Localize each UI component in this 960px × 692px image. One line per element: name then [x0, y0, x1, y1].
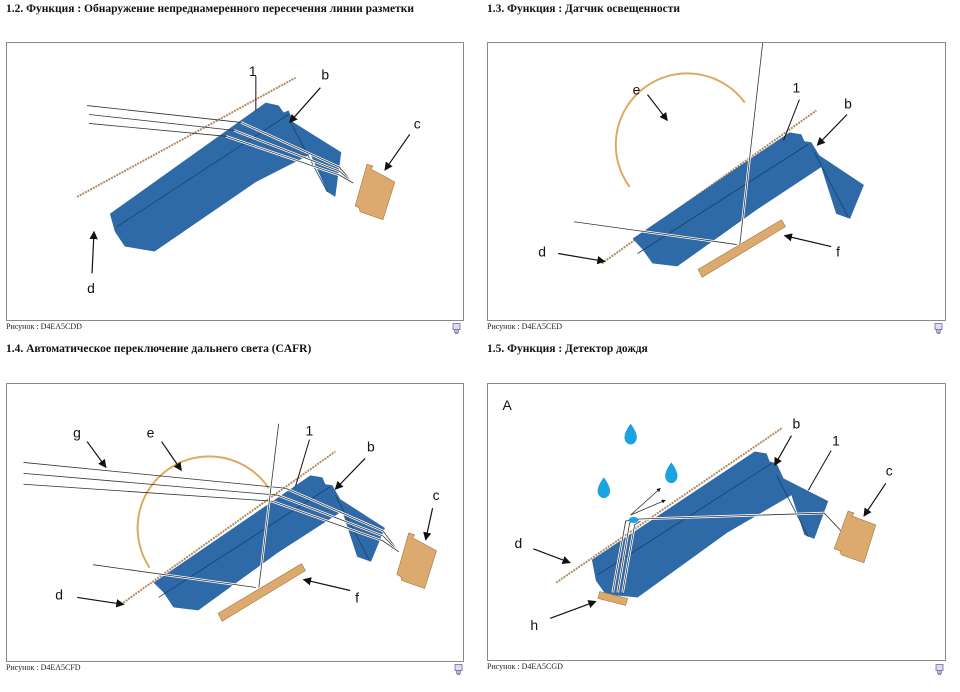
arrow-b [334, 458, 366, 490]
rain-drop-icon [624, 423, 637, 445]
arrow-d [77, 596, 125, 608]
figure-caption: Рисунок : D4EA5CED [487, 322, 563, 331]
label-b: b [844, 96, 852, 112]
label-1: 1 [832, 433, 840, 449]
label-1: 1 [249, 63, 257, 79]
windshield-d [120, 450, 336, 606]
prism-edge [116, 114, 289, 228]
magnifier-print-icon[interactable] [935, 664, 944, 675]
arrow-f [302, 577, 351, 592]
figure-caption: Рисунок : D4EA5CDD [6, 322, 82, 331]
label-d: d [87, 280, 95, 296]
figure-light-sensor: e 1 b f d [538, 43, 864, 278]
arrow-b [289, 87, 321, 124]
arrow-e [161, 441, 182, 472]
arc-e [614, 72, 746, 188]
prism-edge [597, 463, 772, 575]
arrow-f [783, 233, 832, 248]
prism-edge [637, 143, 809, 254]
arrow-h [549, 600, 597, 619]
arrow-b [774, 435, 792, 467]
arrow-g [86, 441, 107, 469]
sensor-c [396, 532, 437, 589]
label-1: 1 [305, 423, 313, 439]
light-rays [23, 423, 400, 589]
label-d: d [55, 586, 63, 602]
leader-1 [807, 450, 832, 491]
label-f: f [836, 243, 840, 259]
label-e: e [633, 82, 641, 98]
label-e: e [147, 425, 155, 441]
label-c: c [886, 462, 893, 478]
windshield-d [76, 76, 297, 198]
light-rays [573, 43, 764, 246]
figure-frame: A [487, 383, 946, 661]
arrow-c [384, 134, 411, 171]
label-1: 1 [792, 80, 800, 96]
label-h: h [530, 617, 538, 633]
prism-edge [158, 486, 330, 598]
section-heading: 1.5. Функция : Детектор дождя [487, 343, 648, 355]
label-f: f [355, 589, 359, 605]
magnifier-print-icon[interactable] [934, 323, 943, 334]
sensor-c [833, 510, 877, 564]
light-rays [87, 105, 355, 185]
arrow-e [647, 94, 668, 122]
water-drop-on-glass [628, 517, 639, 523]
windshield-d [555, 426, 784, 584]
prism [591, 451, 829, 598]
leader-1 [295, 439, 310, 487]
figure-frame: e 1 b f d [487, 42, 946, 321]
leader-1 [783, 99, 800, 141]
sensor-h [597, 591, 629, 606]
sensor-f [697, 219, 786, 278]
arc-e [136, 455, 270, 569]
figure-rain-sensor: A [503, 397, 893, 633]
arrow-d [558, 252, 606, 265]
figure-lane-departure: 1 b c d [76, 63, 421, 296]
magnifier-print-icon[interactable] [454, 664, 463, 675]
arrow-c [423, 507, 434, 541]
label-d: d [514, 535, 522, 551]
figure-caption: Рисунок : D4EA5CFD [6, 663, 81, 672]
prism-edge [290, 122, 328, 193]
label-a: A [503, 397, 513, 413]
prism-edge [776, 475, 809, 538]
rain-drop-icon [597, 477, 611, 499]
prism [632, 132, 864, 267]
rain-drops [597, 423, 678, 499]
prism-edge [813, 152, 849, 217]
label-b: b [792, 416, 800, 432]
arrow-b [816, 114, 848, 146]
section-lane-departure: 1.2. Функция : Обнаружение непреднамерен… [6, 3, 476, 334]
arrow-c [863, 482, 887, 517]
section-rain-sensor: 1.5. Функция : Детектор дождя A [487, 343, 957, 683]
label-c: c [433, 487, 440, 503]
section-heading: 1.3. Функция : Датчик освещенности [487, 3, 681, 15]
arrow-d [533, 548, 571, 564]
figure-cafr: g e 1 b c f d [23, 423, 440, 622]
label-g: g [73, 425, 81, 441]
label-b: b [321, 67, 329, 83]
prism-edge [334, 495, 370, 560]
section-light-sensor: 1.3. Функция : Датчик освещенности e [487, 3, 957, 334]
sensor-c [354, 163, 396, 221]
figure-frame: g e 1 b c f d [6, 383, 464, 662]
sensor-f [217, 563, 306, 622]
label-c: c [414, 115, 421, 131]
section-heading: 1.2. Функция : Обнаружение непреднамерен… [6, 3, 415, 15]
prism [153, 475, 385, 611]
figure-caption: Рисунок : D4EA5CGD [487, 662, 563, 671]
section-cafr: 1.4. Автоматическое переключение дальнег… [6, 343, 476, 683]
magnifier-print-icon[interactable] [452, 323, 461, 334]
arrow-d [89, 230, 98, 274]
section-heading: 1.4. Автоматическое переключение дальнег… [6, 343, 312, 355]
prism [109, 102, 342, 252]
figure-frame: 1 b c d [6, 42, 464, 321]
label-d: d [538, 243, 546, 259]
rain-drop-icon [665, 462, 678, 484]
label-b: b [367, 439, 375, 455]
